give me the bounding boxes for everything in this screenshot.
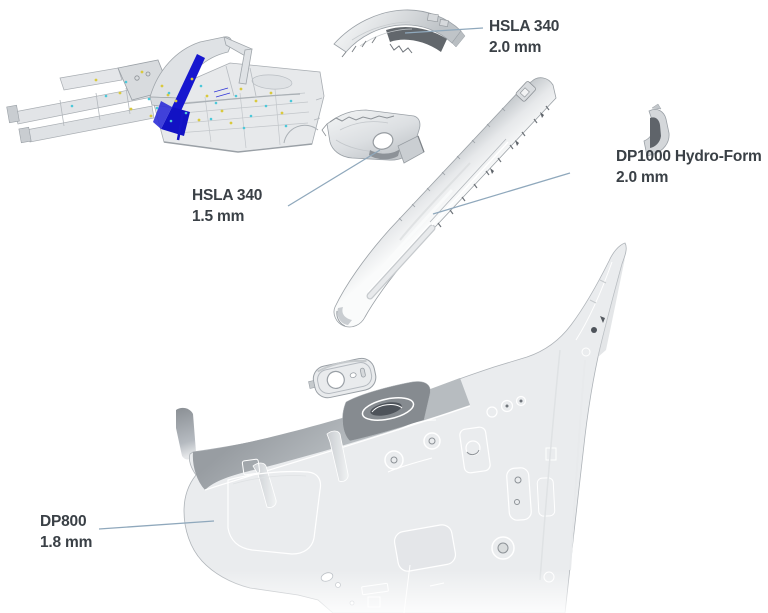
callout-hsla340-2mm: HSLA 340 2.0 mm [489,16,559,58]
callout-dp1000: DP1000 Hydro-Form 2.0 mm [616,146,762,188]
car-body-illustration [6,36,325,153]
leader-line-dp800 [98,520,215,530]
material-label: DP1000 Hydro-Form [616,148,762,165]
b-pillar-hydroform-tube [333,77,557,328]
callout-hsla340-15mm: HSLA 340 1.5 mm [192,185,262,227]
small-mounting-plate [308,357,377,399]
thickness-label: 2.0 mm [489,39,542,56]
b-pillar-highlight [153,54,231,141]
leader-line-dp1000 [432,172,571,215]
leader-line-hsla340-2mm [404,27,484,34]
thickness-label: 1.5 mm [192,208,245,225]
b-pillar-upper-bracket [333,9,466,58]
hydroform-end-fitting [643,103,670,157]
material-label: HSLA 340 [192,187,263,204]
leader-line-hsla340-15mm [287,149,381,207]
weld-dots-cyan [70,80,293,130]
body-side-inner-panel [176,242,627,613]
b-pillar-inner-bracket [321,109,425,164]
material-label: DP800 [40,513,87,530]
thickness-label: 1.8 mm [40,534,93,551]
callout-dp800: DP800 1.8 mm [40,511,92,553]
thickness-label: 2.0 mm [616,169,669,186]
weld-dots-yellow [94,70,284,125]
material-label: HSLA 340 [489,18,560,35]
